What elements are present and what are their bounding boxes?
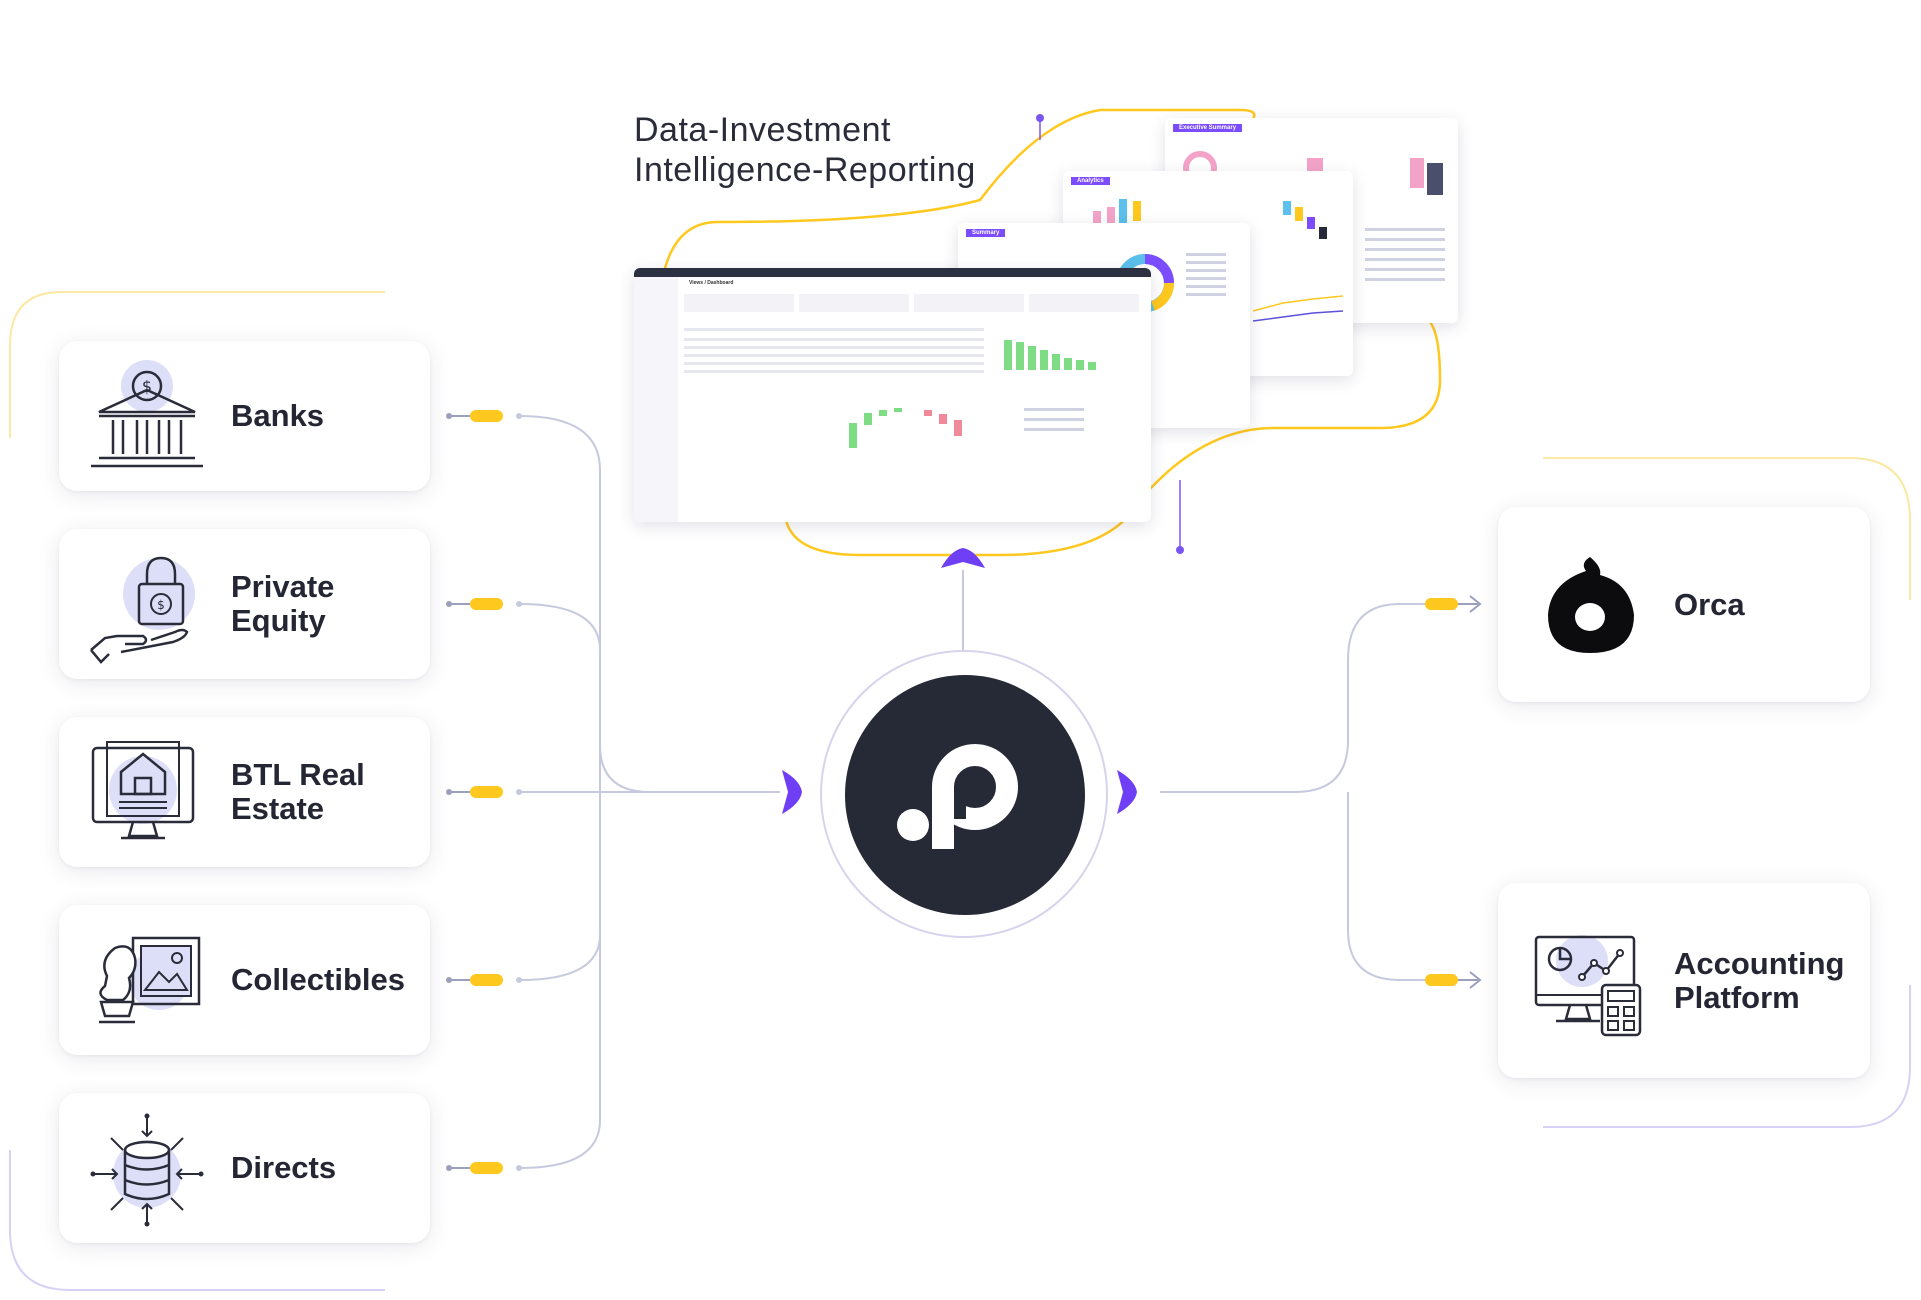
- svg-text:$: $: [157, 598, 165, 612]
- page-heading: Data-Investment Intelligence-Reporting: [634, 111, 976, 189]
- source-card-directs[interactable]: Directs: [59, 1093, 430, 1243]
- destination-label: Orca: [1674, 586, 1745, 622]
- report-tab: Executive Summary: [1173, 124, 1243, 132]
- destination-card-orca[interactable]: Orca: [1498, 507, 1870, 702]
- report-dashboard: Views / Dashboard: [634, 268, 1151, 522]
- hub-ring: [820, 650, 1108, 938]
- decorative-swoosh-bottom-right: [1543, 985, 1911, 1128]
- source-label: Private Equity: [231, 569, 335, 638]
- svg-text:$: $: [142, 377, 152, 396]
- source-label: BTL Real Estate: [231, 757, 365, 826]
- source-label: Banks: [231, 398, 325, 433]
- source-card-btl-real-estate[interactable]: BTL Real Estate: [59, 717, 430, 867]
- report-tab: Analytics: [1071, 177, 1110, 185]
- destination-label: Accounting Platform: [1674, 945, 1845, 1015]
- bust-painting-icon: [99, 936, 201, 1024]
- platform-hub[interactable]: [845, 675, 1085, 915]
- chevron-up-icon: [941, 548, 985, 568]
- dashboard-title: Views / Dashboard: [689, 280, 734, 286]
- source-card-collectibles[interactable]: Collectibles: [59, 905, 430, 1055]
- database-arrows-icon: [90, 1113, 204, 1227]
- decorative-swoosh-bottom-left: [9, 1150, 385, 1291]
- decorative-swoosh-top-left: [9, 291, 385, 438]
- source-card-private-equity[interactable]: $ Private Equity: [59, 529, 430, 679]
- source-label: Directs: [231, 1150, 337, 1185]
- chevron-right-out-icon: [1117, 770, 1137, 814]
- platform-logo-icon: [897, 744, 1018, 849]
- decorative-swoosh-top-right: [1543, 457, 1911, 600]
- report-loop-line: [657, 108, 1256, 356]
- report-preview-image: [1093, 199, 1344, 322]
- source-card-banks[interactable]: $ Banks: [59, 341, 430, 491]
- monitor-calculator-icon: [1534, 934, 1642, 1036]
- bank-icon: $: [91, 360, 203, 468]
- chevron-left-in-icon: [782, 770, 802, 814]
- destination-card-accounting-platform[interactable]: Accounting Platform: [1498, 883, 1870, 1078]
- padlock-hand-icon: $: [90, 556, 195, 664]
- orca-logo-icon: [1548, 556, 1634, 653]
- house-monitor-icon: [91, 741, 195, 840]
- report-tab: Summary: [966, 229, 1006, 237]
- report-preview-image: [634, 277, 1139, 522]
- report-loop-line-right: [783, 321, 1442, 557]
- source-label: Collectibles: [231, 962, 405, 997]
